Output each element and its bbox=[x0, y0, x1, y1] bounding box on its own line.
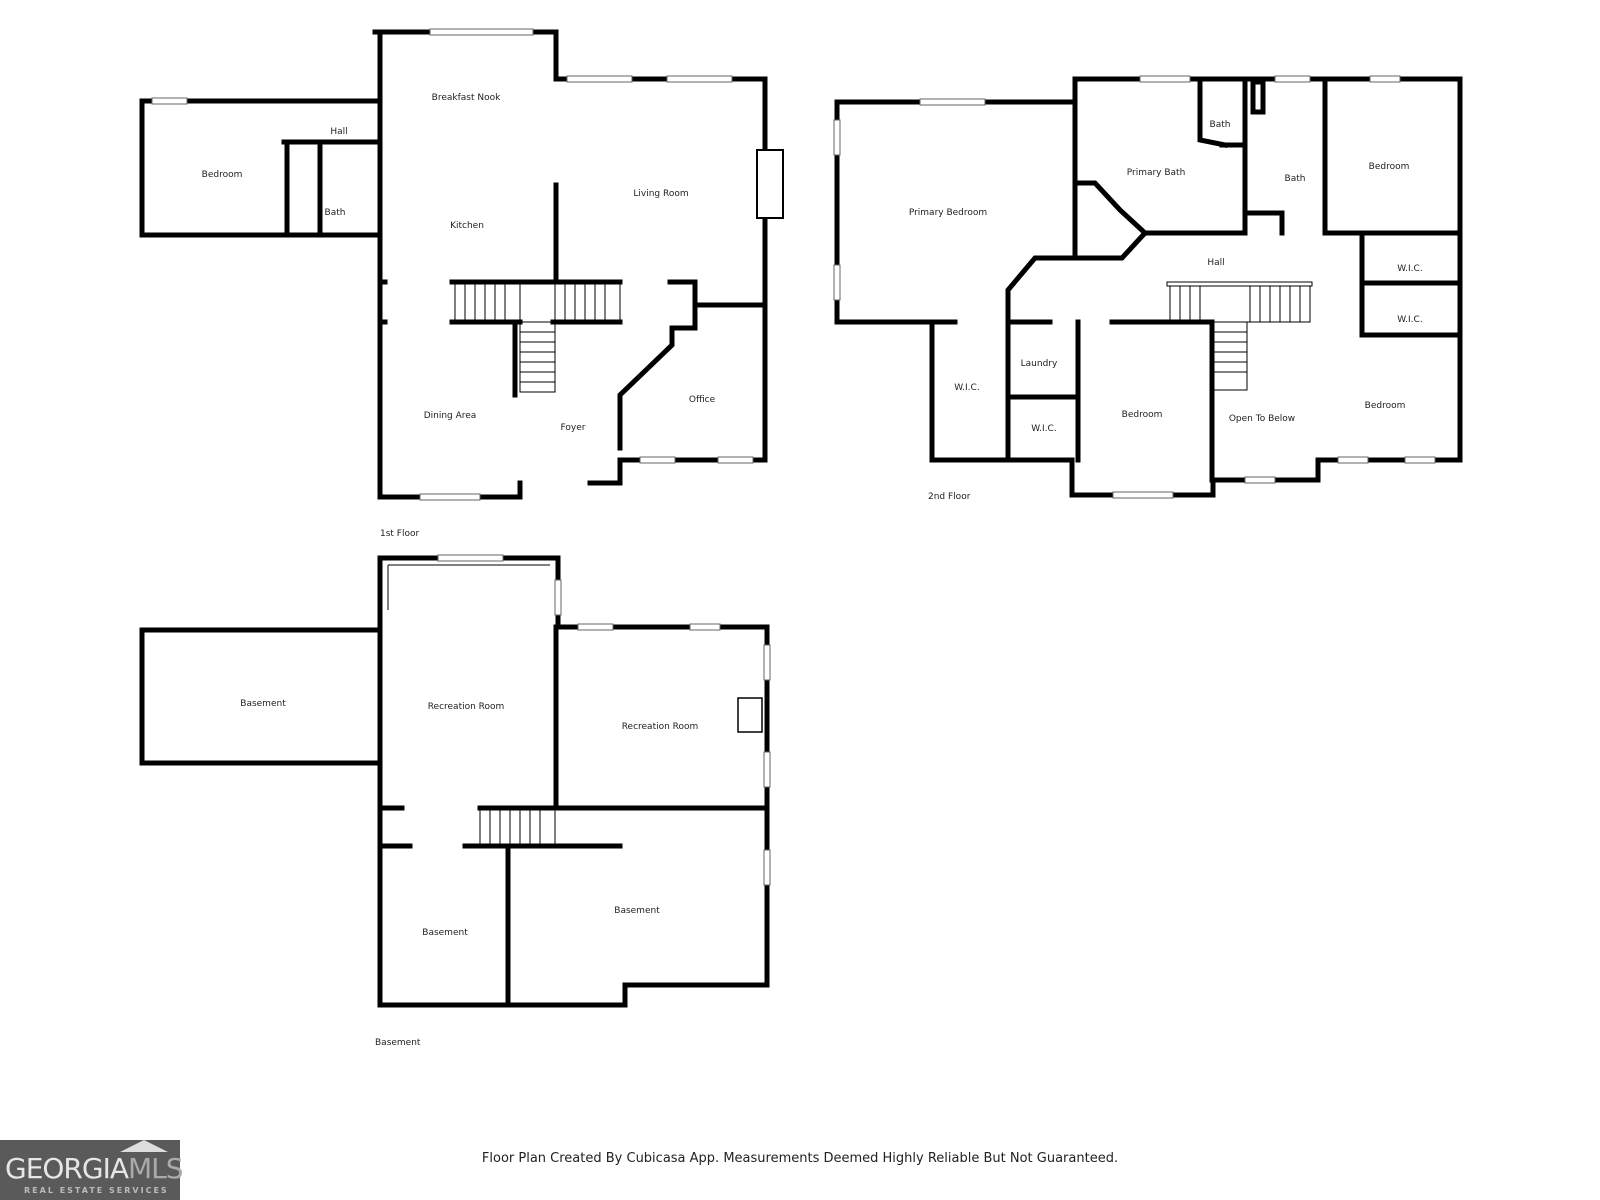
window bbox=[419, 493, 481, 501]
stairs-icon bbox=[1166, 281, 1313, 391]
room-label: Breakfast Nook bbox=[432, 93, 501, 103]
window bbox=[554, 579, 562, 616]
room-label: W.I.C. bbox=[1397, 315, 1422, 325]
window bbox=[429, 28, 534, 36]
window bbox=[1404, 456, 1436, 464]
window bbox=[1369, 75, 1401, 83]
window bbox=[666, 75, 733, 83]
stairs-icon bbox=[454, 283, 621, 393]
window bbox=[919, 98, 986, 106]
window bbox=[566, 75, 633, 83]
window bbox=[763, 751, 771, 788]
window bbox=[763, 849, 771, 886]
partition bbox=[387, 564, 550, 610]
room-label: Bath bbox=[1285, 174, 1306, 184]
disclaimer-footer: Floor Plan Created By Cubicasa App. Meas… bbox=[481, 1151, 1119, 1166]
second-floor-walls bbox=[834, 76, 1463, 498]
room-label: Bedroom bbox=[1365, 401, 1406, 411]
room-label: Kitchen bbox=[450, 221, 484, 231]
logo-sub-text: REAL ESTATE SERVICES bbox=[24, 1186, 169, 1195]
window bbox=[1244, 476, 1276, 484]
window bbox=[833, 264, 841, 301]
room-label: Recreation Room bbox=[428, 702, 505, 712]
window bbox=[1139, 75, 1191, 83]
stairs-icon bbox=[479, 809, 556, 847]
window bbox=[1337, 456, 1369, 464]
logo-accent-text: MLS bbox=[128, 1152, 184, 1185]
room-label: W.I.C. bbox=[954, 383, 979, 393]
window bbox=[689, 623, 721, 631]
first-floor-plan: Bedroom Hall Bath Breakfast Nook Kitchen… bbox=[139, 28, 784, 539]
window bbox=[639, 456, 676, 464]
room-label: Office bbox=[689, 395, 716, 405]
window bbox=[1274, 75, 1311, 83]
room-label: Primary Bath bbox=[1127, 168, 1186, 178]
room-label: Dining Area bbox=[424, 411, 477, 421]
window bbox=[763, 644, 771, 681]
room-label: Hall bbox=[1207, 258, 1224, 268]
window bbox=[577, 623, 614, 631]
roof-icon bbox=[120, 1140, 168, 1152]
room-label: Recreation Room bbox=[622, 722, 699, 732]
window bbox=[151, 97, 188, 105]
room-label: Bath bbox=[325, 208, 346, 218]
room-label: Bedroom bbox=[1122, 410, 1163, 420]
fireplace-icon bbox=[756, 149, 784, 219]
room-label: Basement bbox=[614, 906, 660, 916]
window bbox=[437, 554, 504, 562]
floor-label: 1st Floor bbox=[380, 529, 419, 539]
floor-label: 2nd Floor bbox=[928, 492, 971, 502]
second-floor-plan: Primary Bedroom Primary Bath Bath Bath B… bbox=[833, 75, 1463, 502]
fireplace-icon bbox=[737, 697, 763, 733]
room-label: Basement bbox=[422, 928, 468, 938]
room-label: Bedroom bbox=[1369, 162, 1410, 172]
window bbox=[1112, 491, 1174, 499]
floor-label: Basement bbox=[375, 1038, 421, 1048]
room-label: Laundry bbox=[1021, 359, 1058, 369]
room-label: Bath bbox=[1210, 120, 1231, 130]
room-label: W.I.C. bbox=[1031, 424, 1056, 434]
georgia-mls-logo: GEORGIAMLS REAL ESTATE SERVICES bbox=[0, 1140, 184, 1200]
logo-main-text: GEORGIA bbox=[5, 1152, 129, 1185]
room-label: Hall bbox=[330, 127, 347, 137]
window bbox=[717, 456, 754, 464]
room-label: W.I.C. bbox=[1397, 264, 1422, 274]
room-label: Primary Bedroom bbox=[909, 208, 987, 218]
window bbox=[833, 119, 841, 156]
room-label: Foyer bbox=[561, 423, 586, 433]
room-label: Basement bbox=[240, 699, 286, 709]
room-label: Bedroom bbox=[202, 170, 243, 180]
first-floor-walls bbox=[139, 29, 768, 500]
room-label: Open To Below bbox=[1229, 414, 1295, 424]
room-label: Living Room bbox=[633, 189, 688, 199]
basement-plan: Basement Recreation Room Recreation Room… bbox=[139, 554, 771, 1048]
